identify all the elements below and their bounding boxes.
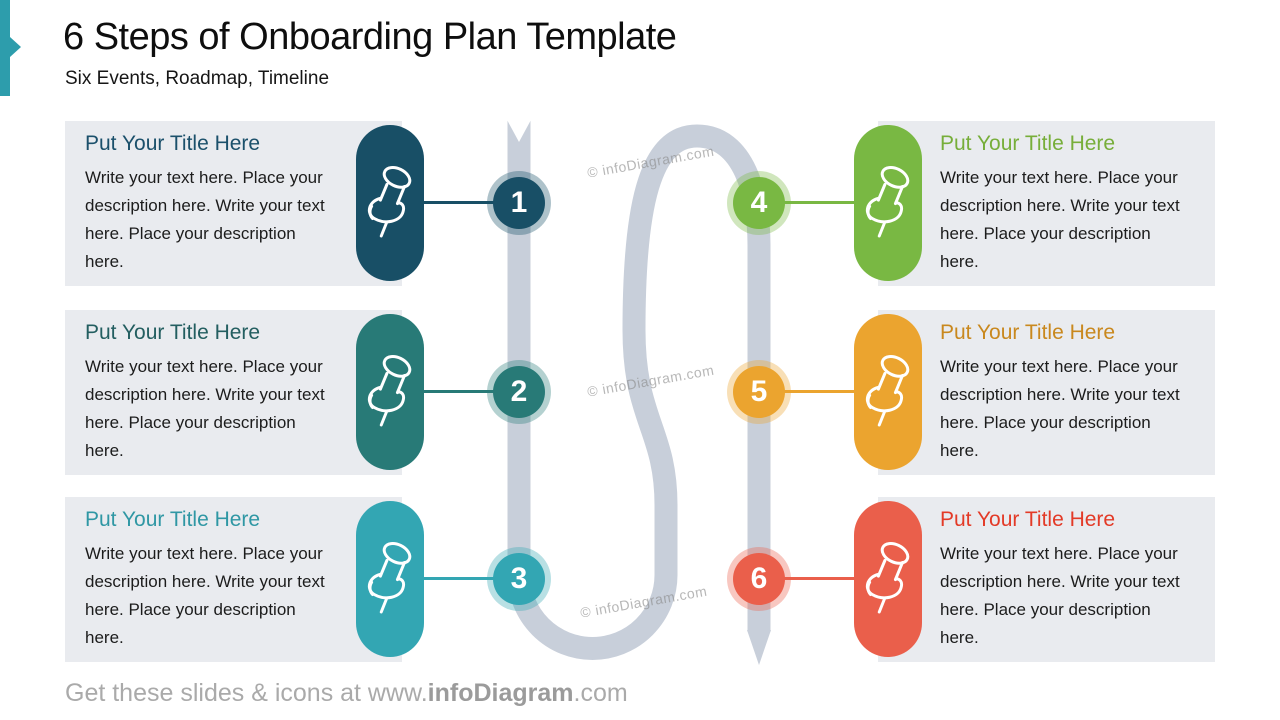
step-6-card: Put Your Title Here Write your text here… bbox=[878, 497, 1215, 662]
step-3-card: Put Your Title Here Write your text here… bbox=[65, 497, 402, 662]
step-description: Write your text here. Place your descrip… bbox=[85, 544, 325, 647]
step-connector bbox=[420, 201, 498, 204]
step-3-panel: Put Your Title Here Write your text here… bbox=[65, 497, 585, 662]
step-title: Put Your Title Here bbox=[940, 321, 1116, 344]
step-number-badge: 5 bbox=[733, 366, 785, 418]
step-4-card: Put Your Title Here Write your text here… bbox=[878, 121, 1215, 286]
road-start-notch bbox=[506, 118, 532, 142]
step-5-panel: Put Your Title Here Write your text here… bbox=[695, 310, 1215, 475]
footer-text: Get these slides & icons at www.infoDiag… bbox=[65, 679, 628, 708]
step-connector bbox=[783, 577, 856, 580]
step-description: Write your text here. Place your descrip… bbox=[940, 544, 1180, 647]
step-5-card: Put Your Title Here Write your text here… bbox=[878, 310, 1215, 475]
step-2-panel: Put Your Title Here Write your text here… bbox=[65, 310, 585, 475]
step-number-badge: 4 bbox=[733, 177, 785, 229]
footer-prefix: Get these slides & icons at www. bbox=[65, 679, 428, 707]
step-title: Put Your Title Here bbox=[85, 321, 261, 344]
pushpin-icon bbox=[860, 534, 916, 625]
step-connector bbox=[420, 390, 498, 393]
step-description: Write your text here. Place your descrip… bbox=[85, 357, 325, 460]
footer-suffix: .com bbox=[573, 679, 628, 707]
pushpin-icon bbox=[860, 158, 916, 249]
step-title: Put Your Title Here bbox=[85, 132, 261, 155]
step-number-badge: 3 bbox=[493, 553, 545, 605]
step-connector bbox=[783, 390, 856, 393]
step-1-panel: Put Your Title Here Write your text here… bbox=[65, 121, 585, 286]
step-6-panel: Put Your Title Here Write your text here… bbox=[695, 497, 1215, 662]
step-description: Write your text here. Place your descrip… bbox=[85, 168, 325, 271]
pushpin-icon bbox=[362, 534, 418, 625]
step-1-card: Put Your Title Here Write your text here… bbox=[65, 121, 402, 286]
step-1-pill bbox=[356, 125, 424, 281]
step-number-badge: 2 bbox=[493, 366, 545, 418]
step-5-pill bbox=[854, 314, 922, 470]
step-title: Put Your Title Here bbox=[940, 132, 1116, 155]
step-2-pill bbox=[356, 314, 424, 470]
accent-bar bbox=[0, 0, 10, 96]
road-end-arrow-icon bbox=[747, 630, 771, 665]
road-curve bbox=[507, 120, 771, 660]
step-3-pill bbox=[356, 501, 424, 657]
step-title: Put Your Title Here bbox=[940, 508, 1116, 531]
pushpin-icon bbox=[362, 158, 418, 249]
footer-brand: infoDiagram bbox=[427, 679, 574, 707]
page-title: 6 Steps of Onboarding Plan Template bbox=[63, 16, 677, 58]
step-4-pill bbox=[854, 125, 922, 281]
step-6-pill bbox=[854, 501, 922, 657]
step-description: Write your text here. Place your descrip… bbox=[940, 357, 1180, 460]
page-subtitle: Six Events, Roadmap, Timeline bbox=[65, 68, 330, 89]
step-number-badge: 1 bbox=[493, 177, 545, 229]
step-connector bbox=[783, 201, 856, 204]
step-description: Write your text here. Place your descrip… bbox=[940, 168, 1180, 271]
pushpin-icon bbox=[860, 347, 916, 438]
step-2-card: Put Your Title Here Write your text here… bbox=[65, 310, 402, 475]
step-4-panel: Put Your Title Here Write your text here… bbox=[695, 121, 1215, 286]
step-number-badge: 6 bbox=[733, 553, 785, 605]
pushpin-icon bbox=[362, 347, 418, 438]
step-connector bbox=[420, 577, 498, 580]
accent-arrow-icon bbox=[10, 37, 21, 57]
step-title: Put Your Title Here bbox=[85, 508, 261, 531]
